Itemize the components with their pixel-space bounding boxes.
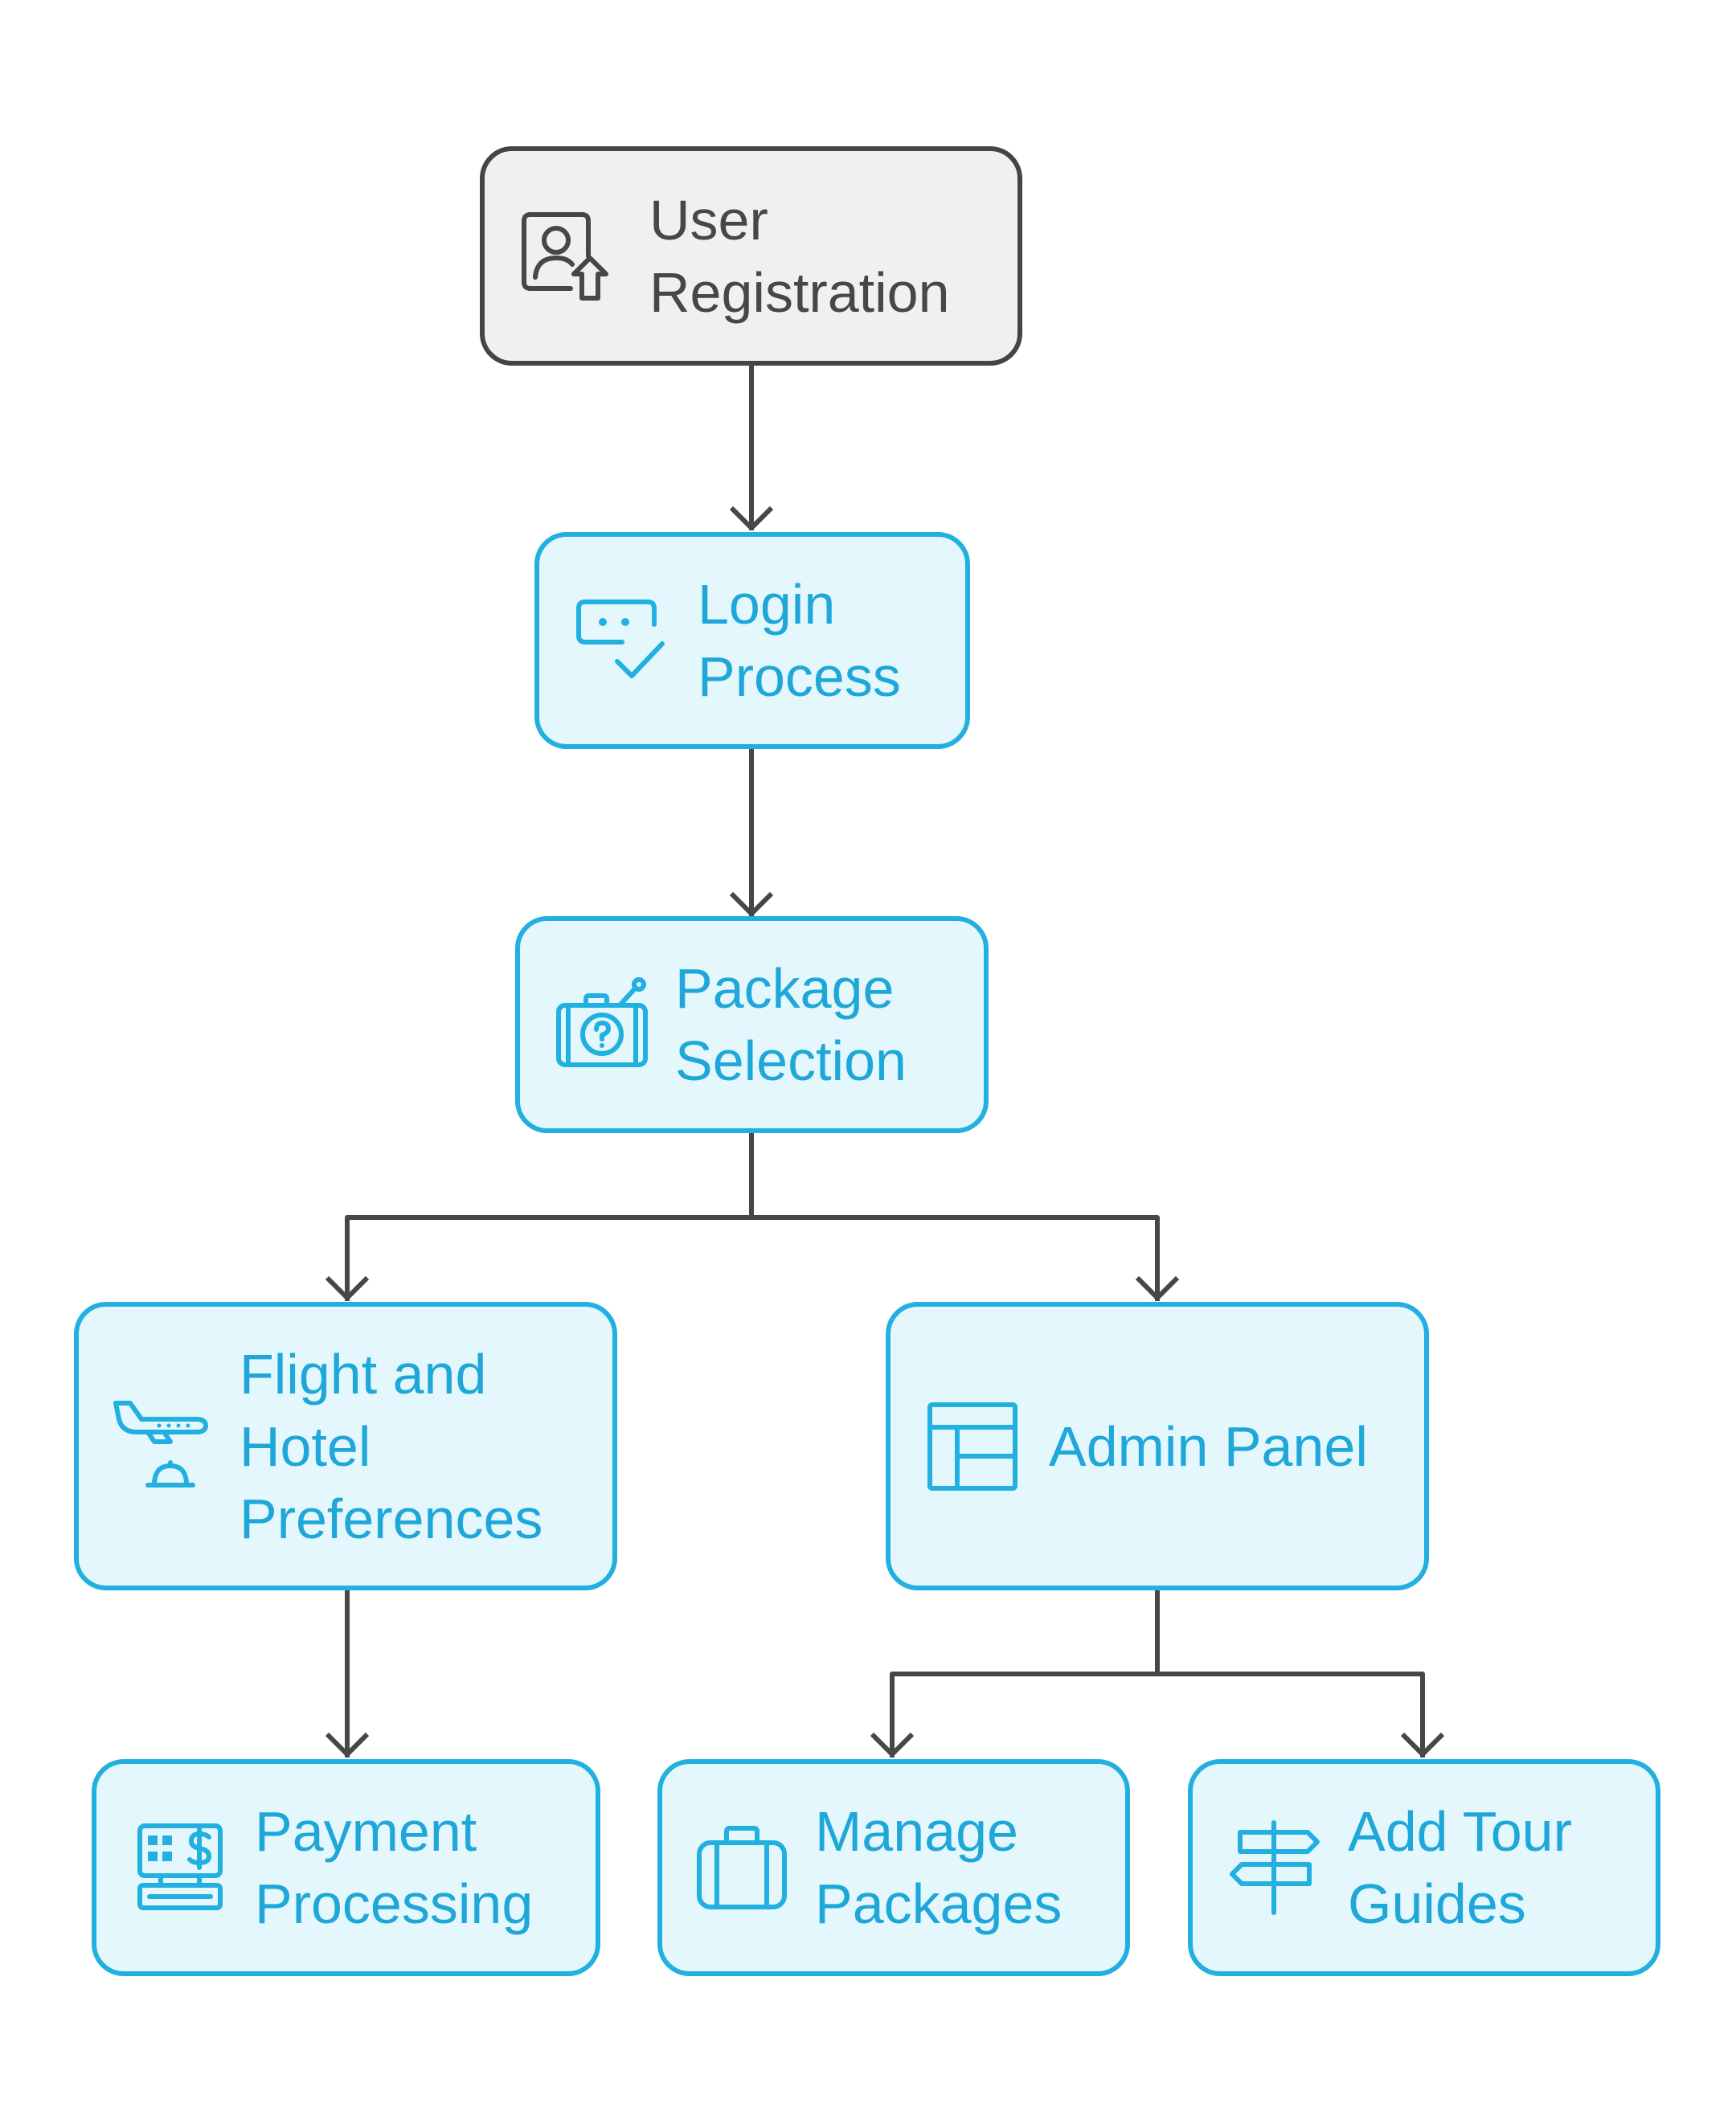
label-line: Package xyxy=(675,957,895,1020)
node-label: Manage Packages xyxy=(815,1795,1062,1940)
node-user-registration: User Registration xyxy=(480,146,1022,366)
arrowhead xyxy=(729,505,774,530)
node-label: Flight and Hotel Preferences xyxy=(240,1338,542,1555)
label-line: Process xyxy=(698,645,901,708)
arrowhead xyxy=(1135,1275,1180,1300)
label-line: Guides xyxy=(1348,1872,1526,1935)
edge-package-branch xyxy=(345,1133,1160,1301)
node-label: User Registration xyxy=(649,184,950,329)
arrowhead xyxy=(325,1275,370,1300)
node-label: Package Selection xyxy=(675,952,907,1097)
node-label: Admin Panel xyxy=(1049,1410,1368,1483)
arrowhead xyxy=(1400,1732,1445,1757)
node-login-process: Login Process xyxy=(534,532,970,749)
label-line: Login xyxy=(698,573,836,636)
arrowhead xyxy=(325,1732,370,1757)
label-line: Processing xyxy=(255,1872,534,1935)
label-line: Manage xyxy=(815,1800,1018,1863)
node-label: Login Process xyxy=(698,568,901,713)
password-check-icon xyxy=(575,592,668,689)
node-admin-panel: Admin Panel xyxy=(886,1302,1429,1590)
camera-question-icon xyxy=(555,976,648,1073)
edge-admin-branch xyxy=(890,1590,1425,1758)
label-line: Hotel xyxy=(240,1414,371,1478)
signpost-icon xyxy=(1229,1819,1321,1916)
plane-hotel-icon xyxy=(113,1398,209,1495)
arrowhead xyxy=(870,1732,915,1757)
node-package-selection: Package Selection xyxy=(515,916,989,1133)
label-line: User xyxy=(649,188,768,252)
label-line: Selection xyxy=(675,1029,907,1092)
user-upload-icon xyxy=(521,208,613,305)
node-flight-hotel-preferences: Flight and Hotel Preferences xyxy=(74,1302,617,1590)
node-label: Payment Processing xyxy=(255,1795,533,1940)
suitcase-icon xyxy=(696,1823,788,1912)
label-line: Preferences xyxy=(240,1487,543,1550)
node-payment-processing: Payment Processing xyxy=(92,1759,600,1976)
node-label: Add Tour Guides xyxy=(1348,1795,1572,1940)
label-line: Packages xyxy=(815,1872,1062,1935)
node-manage-packages: Manage Packages xyxy=(657,1759,1130,1976)
label-line: Registration xyxy=(649,260,950,324)
label-line: Admin Panel xyxy=(1049,1414,1368,1478)
label-line: Payment xyxy=(255,1800,477,1863)
arrowhead xyxy=(729,891,774,916)
label-line: Flight and xyxy=(240,1342,487,1406)
node-add-tour-guides: Add Tour Guides xyxy=(1188,1759,1660,1976)
label-line: Add Tour xyxy=(1348,1800,1572,1863)
layout-panel-icon xyxy=(927,1400,1019,1492)
cash-register-icon xyxy=(137,1819,225,1916)
